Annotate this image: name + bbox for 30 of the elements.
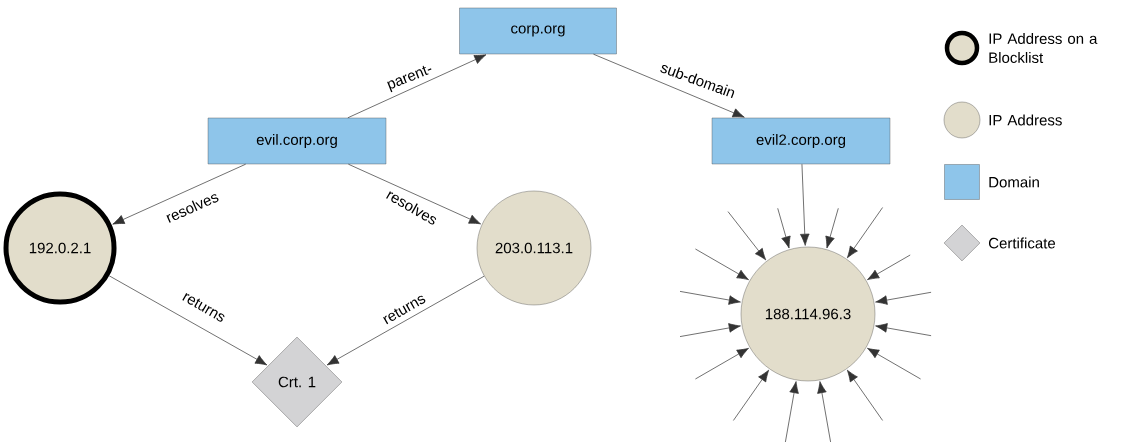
arrow	[695, 248, 749, 281]
legend-label: IP Address	[989, 114, 1062, 126]
arrow	[679, 291, 741, 305]
arrow	[347, 54, 487, 119]
legend-label: Certificate	[988, 237, 1056, 249]
arrow	[825, 207, 839, 249]
arrow	[867, 347, 921, 380]
arrow	[695, 347, 749, 380]
legend-label: IP Address on a Blocklist	[989, 33, 1098, 63]
domain-box: evil.corp.org	[207, 117, 387, 165]
arrow	[785, 381, 799, 443]
legend-label: Domain	[989, 176, 1039, 188]
domain-box: evil2.corp.org	[711, 117, 891, 165]
arrow	[679, 323, 741, 337]
arrow	[817, 381, 831, 443]
arrow	[733, 369, 769, 421]
arrow	[847, 369, 883, 421]
arrow	[112, 163, 246, 225]
arrow	[875, 291, 932, 305]
domain-box: corp.org	[459, 7, 617, 55]
arrow	[777, 207, 791, 249]
arrow	[348, 163, 481, 225]
arrow	[326, 275, 485, 366]
arrow	[847, 207, 883, 259]
arrow	[593, 53, 745, 118]
arrow	[867, 254, 911, 281]
arrow	[800, 163, 810, 246]
arrow	[875, 323, 932, 337]
arrow	[108, 275, 268, 366]
arrow	[727, 211, 767, 261]
